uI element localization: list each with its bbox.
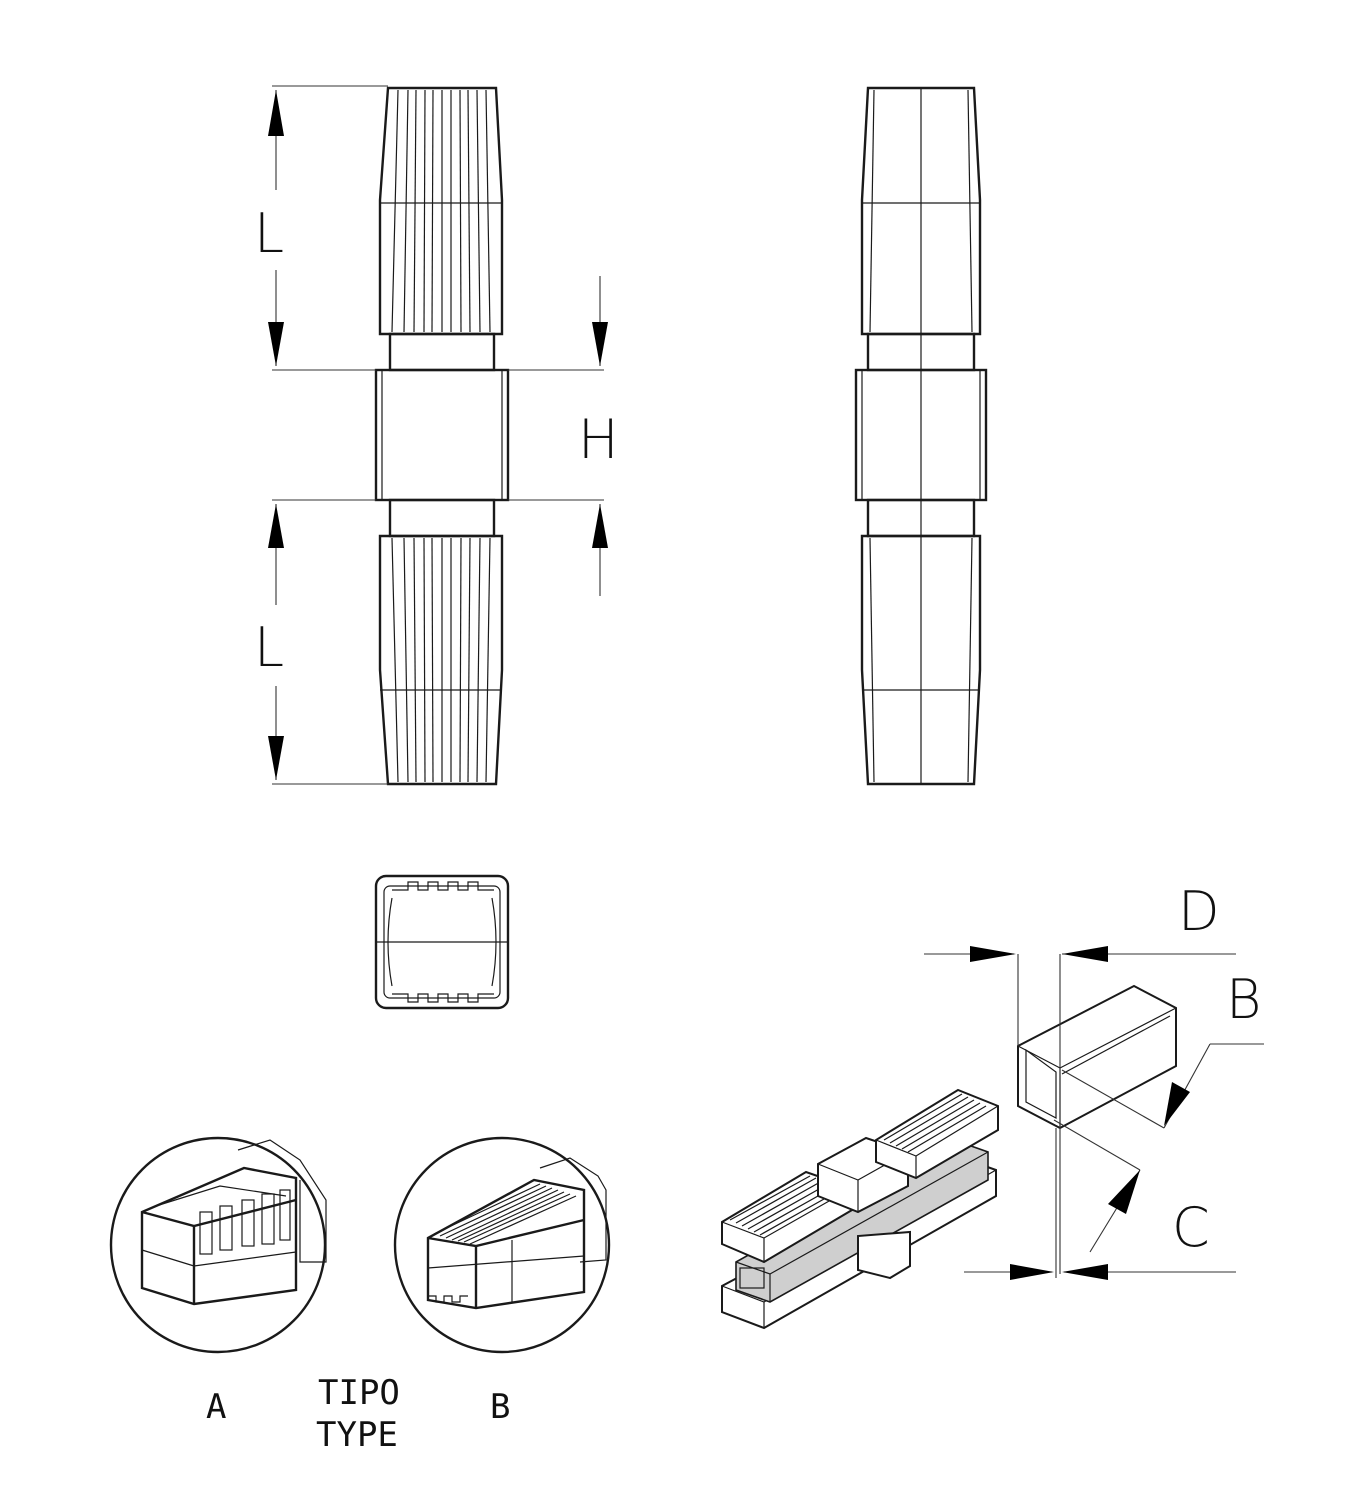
label-l-top: L xyxy=(254,202,284,265)
end-view xyxy=(374,874,510,1010)
label-h: H xyxy=(578,408,619,471)
label-b: B xyxy=(1226,968,1261,1031)
label-d: D xyxy=(1178,880,1220,943)
front-view xyxy=(374,86,510,786)
label-type-a: A xyxy=(206,1387,226,1427)
detail-a xyxy=(109,1136,327,1354)
dimension-d xyxy=(924,946,1236,1274)
label-type-b: B xyxy=(490,1387,510,1427)
label-c: C xyxy=(1172,1196,1210,1259)
dimension-c xyxy=(964,1119,1236,1280)
label-l-bottom: L xyxy=(254,616,284,679)
detail-b xyxy=(393,1136,611,1354)
caption-tipo: TIPO xyxy=(318,1373,400,1413)
dimension-l-top xyxy=(268,85,388,371)
dimension-l-bottom xyxy=(268,499,388,785)
side-view xyxy=(854,86,988,786)
dimension-b xyxy=(1061,1043,1264,1129)
caption-type: TYPE xyxy=(316,1415,398,1455)
dimension-h xyxy=(508,276,608,596)
square-tube xyxy=(1017,984,1177,1130)
isometric-assembly xyxy=(721,1088,999,1330)
